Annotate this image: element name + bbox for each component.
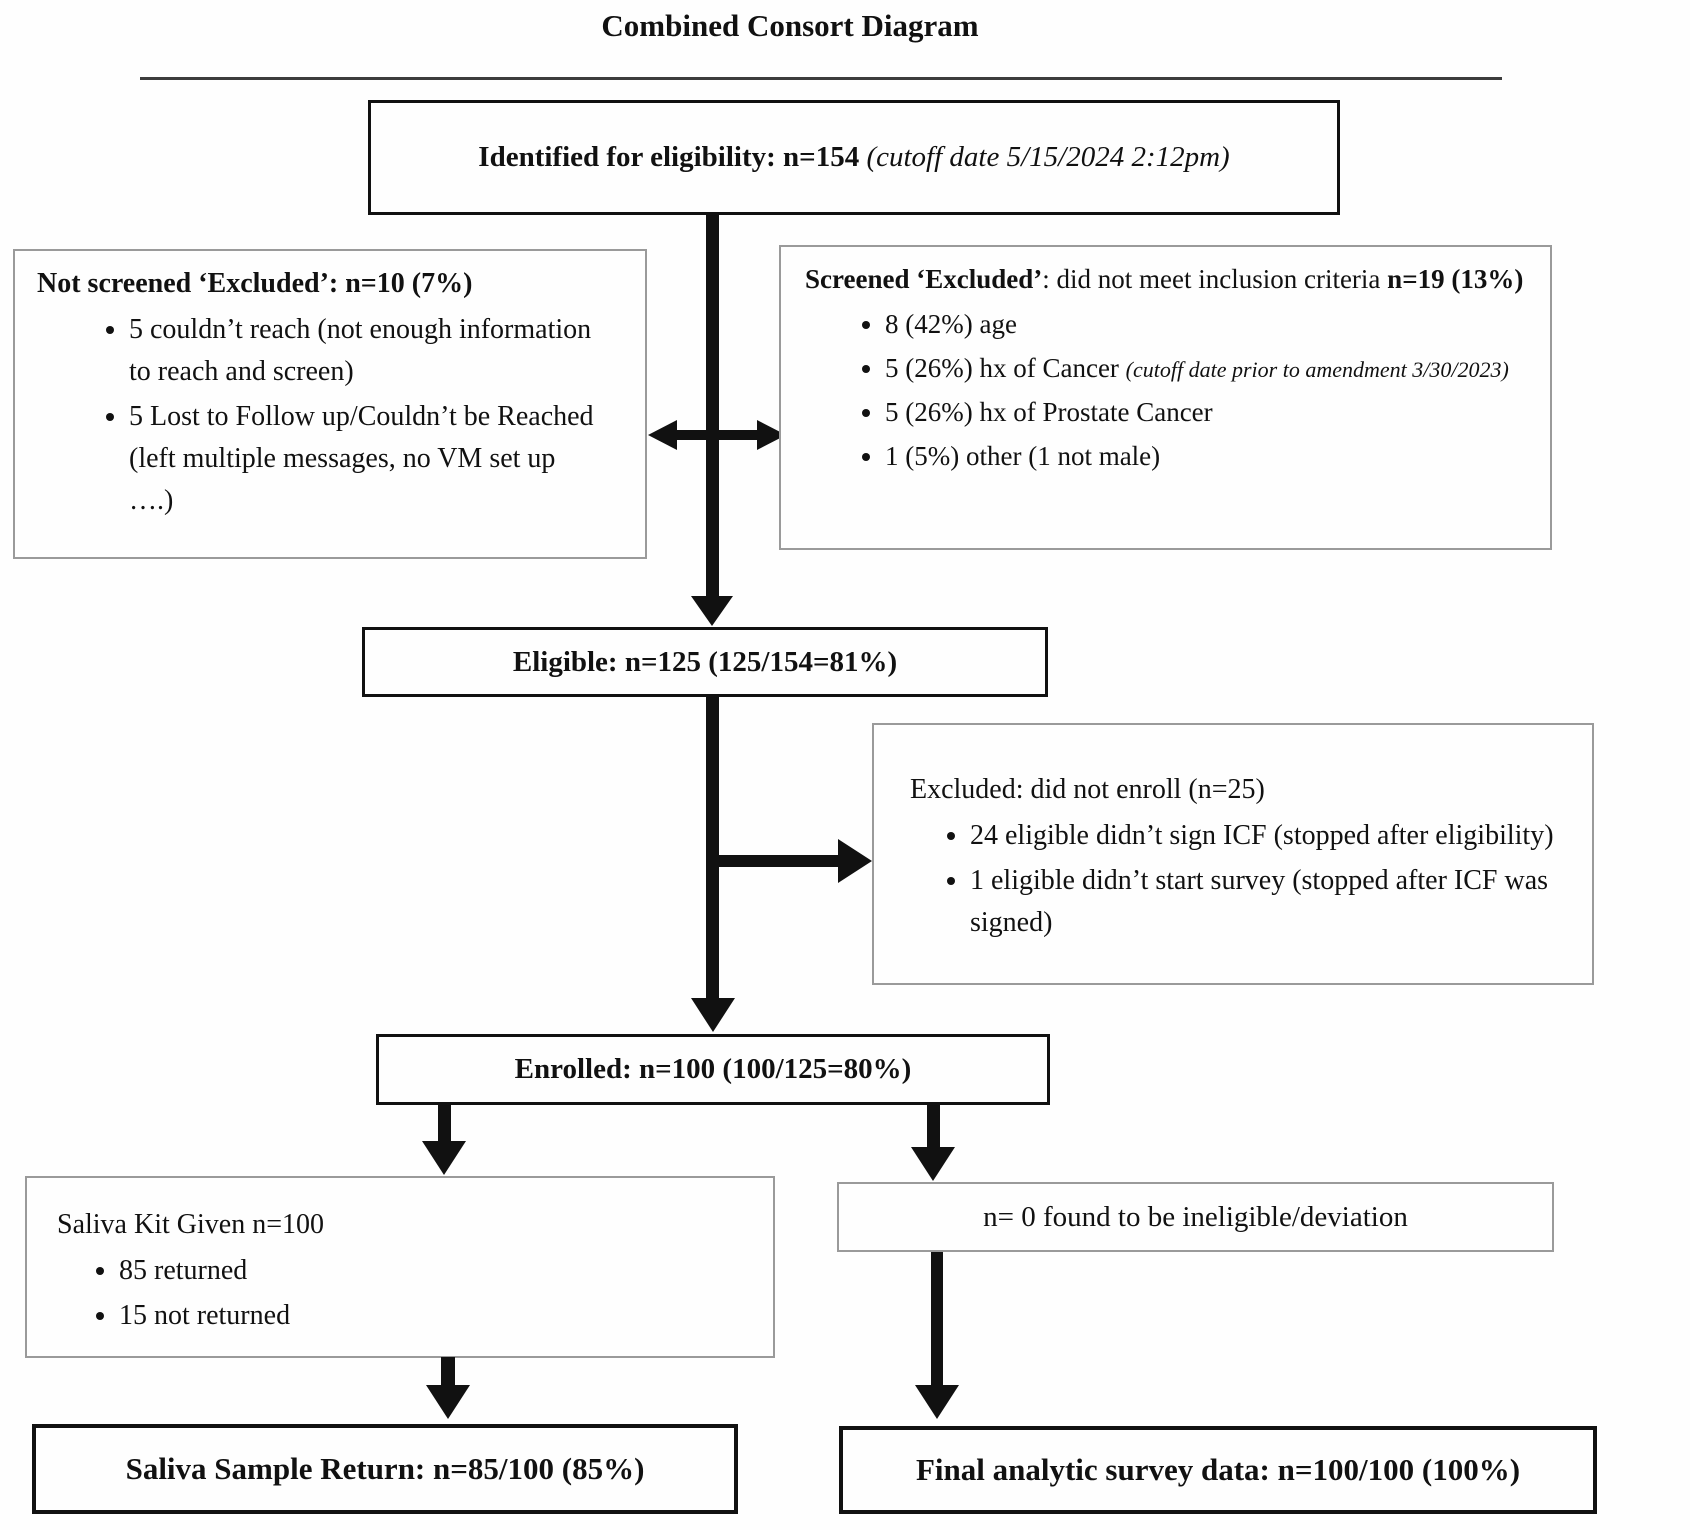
bullet-item: 85 returned — [119, 1250, 753, 1292]
screened-header: Screened ‘Excluded’: did not meet inclus… — [805, 259, 1538, 300]
arrow-identified-to-eligible-shaft — [706, 215, 719, 597]
excluded-enroll-bullet-list: 24 eligible didn’t sign ICF (stopped aft… — [910, 815, 1564, 944]
screened-header-plain: : did not meet inclusion criteria — [1042, 264, 1388, 294]
bullet-item: 24 eligible didn’t sign ICF (stopped aft… — [970, 815, 1564, 857]
box-identified-for-eligibility: Identified for eligibility: n=154 (cutof… — [368, 100, 1340, 215]
bullet-item: 5 (26%) hx of Cancer (cutoff date prior … — [885, 348, 1538, 389]
screened-bullet-list: 8 (42%) age 5 (26%) hx of Cancer (cutoff… — [805, 304, 1538, 477]
arrow-enrolled-to-ineligible-shaft — [927, 1105, 940, 1149]
identified-cutoff-note: (cutoff date 5/15/2024 2:12pm) — [866, 141, 1230, 173]
bullet-item: 1 (5%) other (1 not male) — [885, 436, 1538, 477]
box-excluded-did-not-enroll: Excluded: did not enroll (n=25) 24 eligi… — [872, 723, 1594, 985]
box-not-screened-excluded: Not screened ‘Excluded’: n=10 (7%) 5 cou… — [13, 249, 647, 559]
arrow-to-excluded-enroll-shaft — [706, 855, 838, 867]
arrow-ineligible-to-final-head — [915, 1385, 959, 1419]
diagram-title: Combined Consort Diagram — [601, 8, 979, 43]
bullet-item: 15 not returned — [119, 1295, 753, 1337]
box-eligible: Eligible: n=125 (125/154=81%) — [362, 627, 1048, 697]
arrow-identified-to-eligible-head — [691, 596, 733, 626]
box-saliva-sample-return: Saliva Sample Return: n=85/100 (85%) — [32, 1424, 738, 1514]
screened-header-bold1: Screened ‘Excluded’ — [805, 264, 1043, 294]
box-ineligible-deviation: n= 0 found to be ineligible/deviation — [837, 1182, 1554, 1252]
excluded-enroll-header: Excluded: did not enroll (n=25) — [910, 774, 1265, 805]
saliva-kit-header: Saliva Kit Given n=100 — [57, 1209, 324, 1240]
arrow-eligible-to-enrolled-shaft — [706, 697, 719, 1000]
box-saliva-kit-given: Saliva Kit Given n=100 85 returned 15 no… — [25, 1176, 775, 1358]
bullet-item: 5 (26%) hx of Prostate Cancer — [885, 392, 1538, 433]
screened-header-bold2: n=19 (13%) — [1387, 264, 1524, 294]
bullet-item: 1 eligible didn’t start survey (stopped … — [970, 860, 1564, 944]
arrow-eligible-to-enrolled-head — [691, 998, 735, 1032]
arrow-saliva-kit-to-return-shaft — [441, 1357, 455, 1387]
title-divider — [140, 77, 1502, 80]
cancer-bullet-text: 5 (26%) hx of Cancer — [885, 353, 1126, 384]
arrow-enrolled-to-ineligible-head — [911, 1147, 955, 1181]
saliva-kit-bullet-list: 85 returned 15 not returned — [57, 1250, 753, 1337]
identified-label: Identified for eligibility: n=154 (cutof… — [478, 141, 1229, 174]
box-final-analytic-data: Final analytic survey data: n=100/100 (1… — [839, 1426, 1597, 1514]
identified-label-bold: Identified for eligibility: n=154 — [478, 141, 867, 173]
not-screened-header: Not screened ‘Excluded’: n=10 (7%) — [37, 268, 473, 299]
cancer-bullet-note: (cutoff date prior to amendment 3/30/202… — [1125, 357, 1509, 383]
not-screened-bullet-list: 5 couldn’t reach (not enough information… — [37, 309, 615, 522]
arrow-enrolled-to-saliva-shaft — [438, 1105, 451, 1143]
arrow-saliva-kit-to-return-head — [426, 1385, 470, 1419]
arrow-enrolled-to-saliva-head — [422, 1141, 466, 1175]
ineligible-label: n= 0 found to be ineligible/deviation — [983, 1200, 1408, 1233]
final-data-label: Final analytic survey data: n=100/100 (1… — [915, 1452, 1521, 1487]
bullet-item: 8 (42%) age — [885, 304, 1538, 345]
arrow-ineligible-to-final-shaft — [931, 1252, 943, 1387]
enrolled-label: Enrolled: n=100 (100/125=80%) — [514, 1053, 912, 1085]
bullet-item: 5 Lost to Follow up/Couldn’t be Reached … — [129, 396, 615, 522]
arrow-to-not-screened-head — [648, 420, 677, 450]
box-enrolled: Enrolled: n=100 (100/125=80%) — [376, 1034, 1050, 1105]
box-screened-excluded: Screened ‘Excluded’: did not meet inclus… — [779, 245, 1552, 550]
arrow-exclusions-shaft — [674, 430, 760, 440]
eligible-label: Eligible: n=125 (125/154=81%) — [512, 645, 898, 678]
saliva-return-label: Saliva Sample Return: n=85/100 (85%) — [125, 1451, 645, 1486]
arrow-to-excluded-enroll-head — [838, 839, 872, 883]
bullet-item: 5 couldn’t reach (not enough information… — [129, 309, 615, 393]
